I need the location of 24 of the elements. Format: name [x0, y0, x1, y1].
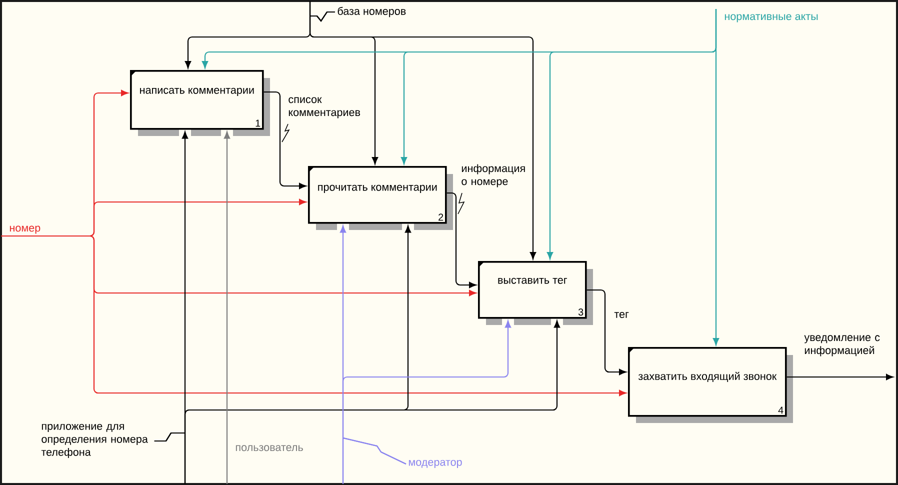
arrow-label: пользователь	[236, 445, 303, 452]
box-number: 1	[256, 120, 260, 127]
arrow	[1, 235, 626, 396]
edge-label: уведомление с информацией	[804, 335, 880, 356]
arrow	[786, 374, 894, 380]
edge-label: тег	[614, 312, 629, 318]
box-number: 3	[578, 308, 584, 316]
arrow	[712, 9, 720, 346]
arrow	[224, 131, 230, 485]
arrow	[154, 320, 560, 485]
arrow	[309, 0, 536, 260]
arrow	[586, 289, 626, 376]
arrow-label: база номеров	[338, 6, 406, 18]
arrow-label: приложение для определения номера телефона	[41, 424, 148, 458]
edge-label: информация о номере	[462, 164, 525, 188]
arrow	[342, 320, 512, 485]
edge-label: список комментариев	[288, 97, 360, 118]
arrow	[264, 91, 306, 190]
arrow-label: нормативные акты	[724, 14, 818, 22]
box-number: 4	[778, 406, 784, 414]
arrow-label: номер	[10, 226, 40, 234]
arrow-label: модератор	[408, 460, 462, 468]
box-number: 2	[438, 214, 444, 221]
arrow	[446, 192, 476, 288]
